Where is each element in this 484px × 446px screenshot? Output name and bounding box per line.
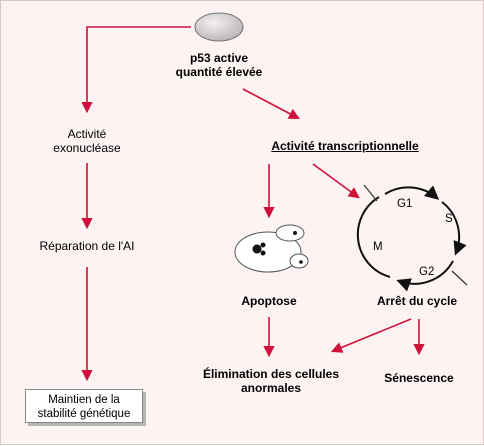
p53-protein-shape [194, 12, 244, 42]
p53-label: p53 active quantité élevée [169, 51, 269, 79]
stability-line2: stabilité génétique [37, 408, 131, 420]
arrow-p53-to-exonuclease [81, 26, 191, 114]
elimination-line2: anormales [240, 381, 302, 395]
apoptosis-label: Apoptose [241, 294, 297, 308]
transcription-label: Activité transcriptionnelle [271, 139, 419, 153]
phase-s-label: S [445, 213, 453, 225]
stability-line1: Maintien de la [48, 394, 120, 406]
cycle-arrest-label: Arrêt du cycle [376, 294, 458, 308]
p53-label-line2: quantité élevée [175, 65, 263, 79]
cell-cycle-icon [356, 184, 468, 292]
elimination-line1: Élimination des cellules [202, 367, 340, 381]
stability-box: Maintien de la stabilité génétique [25, 389, 143, 423]
repair-label: Réparation de l'AI [39, 239, 135, 253]
arrow-transcription-to-cycle [312, 163, 360, 199]
phase-m-label: M [373, 241, 383, 253]
arrow-p53-to-transcription [242, 88, 300, 120]
exonuclease-line2: exonucléase [53, 141, 121, 155]
block-bar-g1 [363, 184, 378, 202]
elimination-label: Élimination des cellules anormales [189, 367, 353, 395]
block-bar-g2 [451, 270, 468, 286]
senescence-label: Sénescence [384, 371, 454, 385]
apoptotic-cell-icon [234, 224, 309, 273]
p53-label-line1: p53 active [189, 51, 249, 65]
phase-g1-label: G1 [397, 198, 413, 210]
exonuclease-line1: Activité [67, 127, 107, 141]
exonuclease-label: Activité exonucléase [37, 127, 137, 155]
arrow-arrest-to-elimination [330, 318, 412, 353]
phase-g2-label: G2 [419, 266, 435, 278]
